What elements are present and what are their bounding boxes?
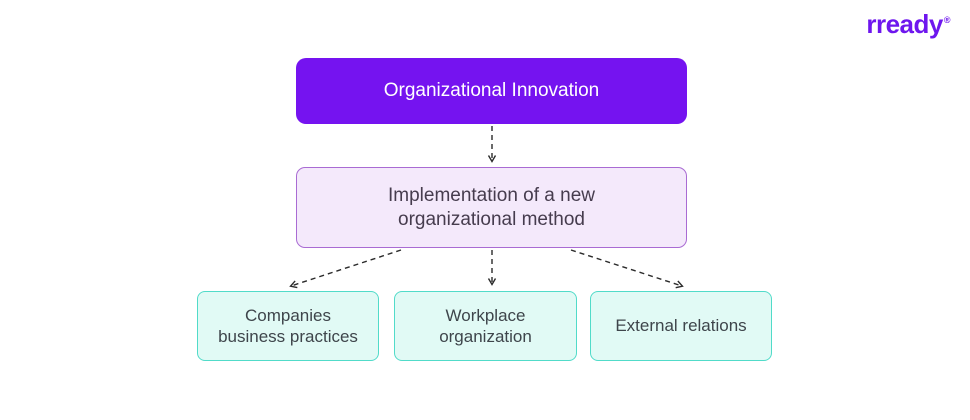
registered-trademark-icon: ®: [943, 15, 951, 26]
arrow-middle-to-external: [570, 249, 684, 289]
brand-logo-text: rready: [866, 9, 943, 39]
node-implementation-method: Implementation of a new organizational m…: [296, 167, 687, 248]
arrow-middle-to-companies: [289, 249, 402, 289]
node-companies-business-practices: Companies business practices: [197, 291, 379, 361]
node-workplace-organization: Workplace organization: [394, 291, 577, 361]
brand-logo: rready®: [866, 11, 950, 37]
node-organizational-innovation: Organizational Innovation: [296, 58, 687, 124]
node-external-relations: External relations: [590, 291, 772, 361]
